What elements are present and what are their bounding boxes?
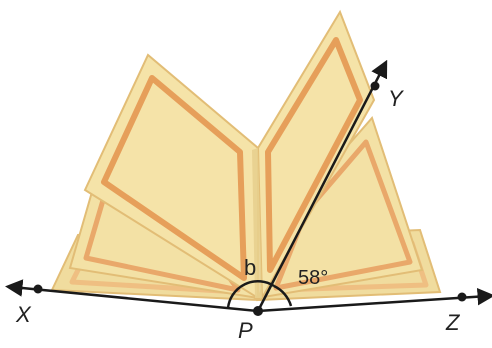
angle-label-58: 58°	[298, 267, 328, 289]
label-z: Z	[445, 310, 461, 335]
angle-label-b: b	[244, 255, 256, 280]
geometry	[5, 59, 492, 316]
angle-arc-58	[273, 284, 293, 307]
point-z-dot	[457, 292, 467, 302]
angle-arc-b	[226, 280, 275, 309]
point-x-dot	[33, 284, 43, 294]
labels: X Y Z P b 58°	[15, 86, 461, 343]
label-y: Y	[388, 86, 404, 111]
label-x: X	[15, 302, 32, 327]
ray-py	[256, 59, 388, 312]
ray-px	[5, 279, 259, 313]
point-p-dot	[253, 306, 263, 316]
ray-pz	[257, 287, 492, 313]
label-p: P	[238, 318, 253, 343]
point-y-dot	[370, 81, 380, 91]
